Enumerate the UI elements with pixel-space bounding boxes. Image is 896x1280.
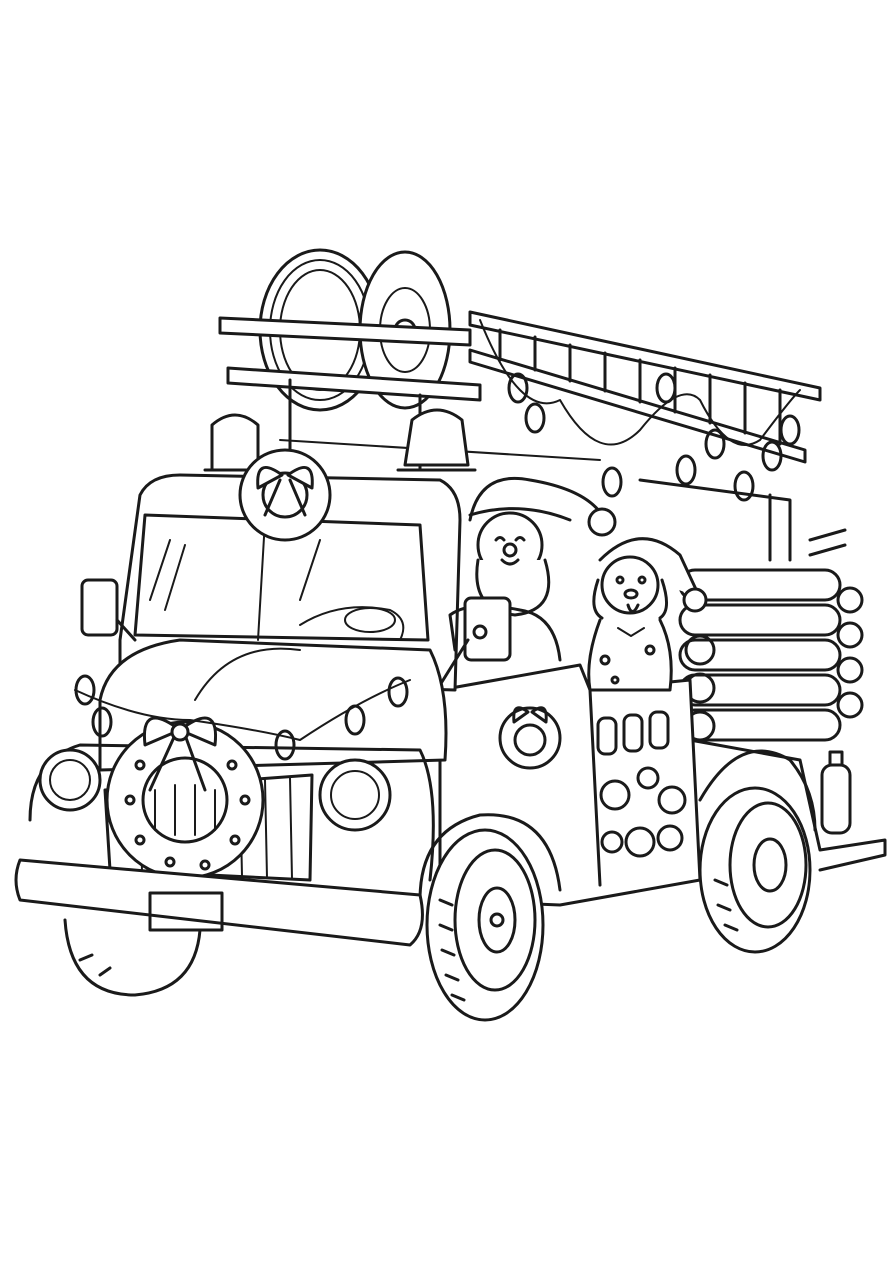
cab <box>118 473 462 692</box>
windshield <box>133 513 430 642</box>
front-right-wheel <box>425 828 545 1022</box>
rear-wheel <box>698 786 812 954</box>
side-mirror <box>80 578 512 687</box>
front-bumper <box>14 858 424 947</box>
front-wreath <box>105 716 265 880</box>
side-hose-rack <box>678 528 864 742</box>
fender <box>28 743 562 902</box>
tyre-treads <box>78 878 739 1002</box>
rear-body <box>688 738 887 872</box>
beacon-lights <box>203 408 477 472</box>
fire-extinguisher <box>820 750 852 835</box>
roof-rails <box>218 316 601 472</box>
dalmatian-dog <box>587 537 708 692</box>
santa <box>299 476 617 662</box>
license-plate <box>148 891 224 932</box>
door-wreath <box>498 706 562 770</box>
string-lights-ladder <box>479 319 801 502</box>
front-left-wheel <box>63 918 202 997</box>
string-lights-hood <box>74 674 411 761</box>
top-wreath <box>238 448 332 542</box>
headlights <box>38 748 392 832</box>
